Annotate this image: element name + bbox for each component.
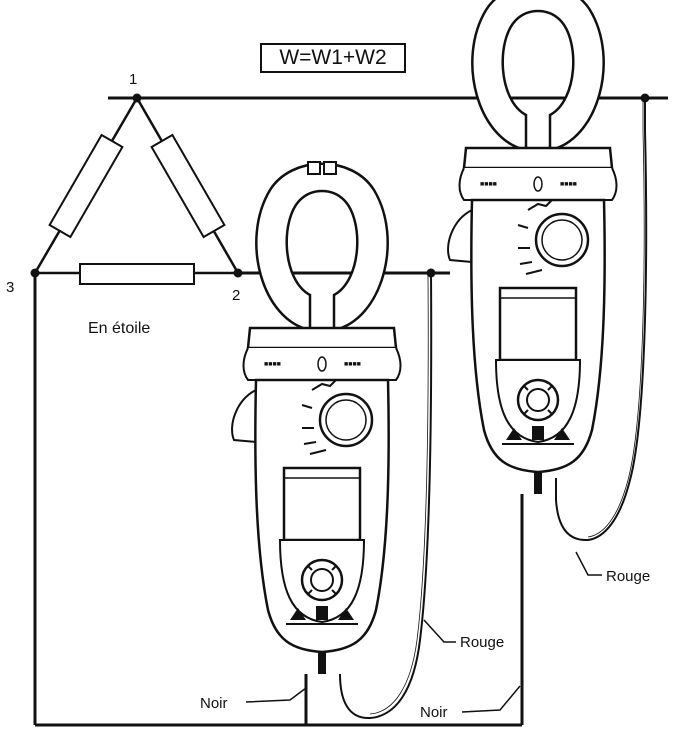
load-network	[33, 97, 240, 285]
connection-label: En étoile	[88, 320, 150, 337]
lead-label-rouge-2: Rouge	[606, 568, 650, 585]
node-label-3: 3	[6, 279, 14, 296]
lead-rouge-1	[339, 272, 433, 720]
node-label-2: 2	[232, 287, 240, 304]
resistor-icon	[48, 133, 124, 239]
node-label-1: 1	[129, 71, 137, 88]
clamp-meter-2	[446, 0, 618, 496]
lead-label-noir-1: Noir	[200, 695, 228, 712]
lead-rouge-2	[555, 98, 648, 542]
formula-text: W=W1+W2	[279, 46, 387, 69]
clamp-meter-1	[230, 160, 402, 676]
label-pointers	[245, 551, 602, 713]
lead-label-rouge-1: Rouge	[460, 634, 504, 651]
resistor-icon	[150, 133, 226, 239]
lead-label-noir-2: Noir	[420, 704, 448, 721]
resistor-icon	[79, 263, 195, 285]
formula-box: W=W1+W2	[260, 43, 406, 73]
